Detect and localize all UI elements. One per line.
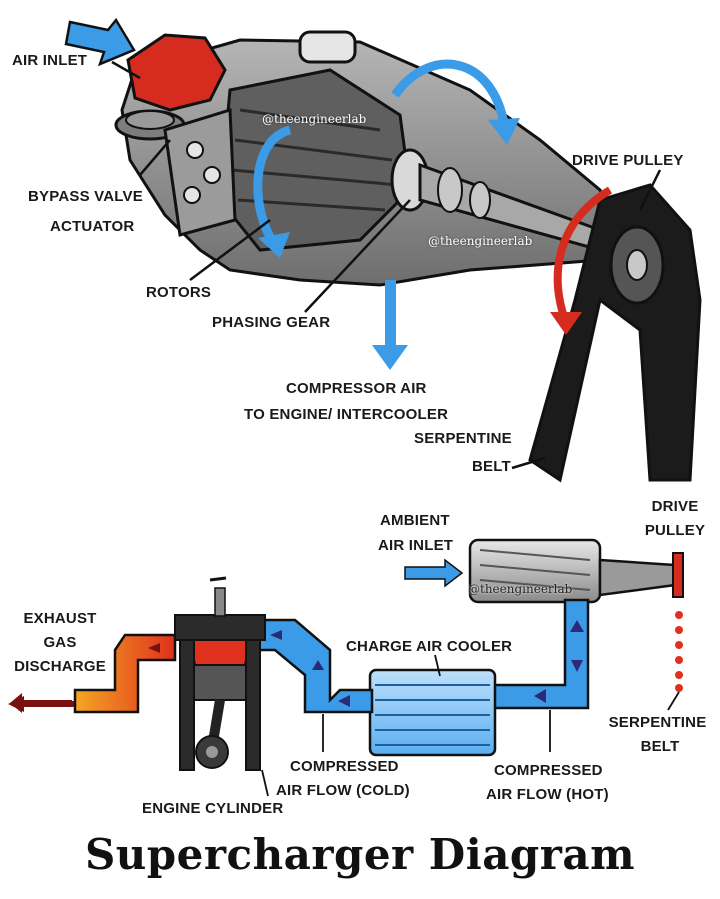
label-compressor-2: TO ENGINE/ INTERCOOLER [244, 406, 449, 423]
label-drive-pulley: DRIVE PULLEY [572, 152, 684, 169]
serpentine-belt-dots [675, 611, 683, 692]
charge-air-cooler [368, 668, 497, 757]
label-air-inlet: AIR INLET [12, 52, 88, 69]
engine-cylinder [174, 576, 266, 771]
top-leader-lines [111, 60, 662, 470]
label-exhaust-1: EXHAUST [23, 610, 97, 627]
label-engine-cylinder: ENGINE CYLINDER [142, 800, 284, 817]
air-inlet-arrow [64, 17, 136, 67]
label-compressor-1: COMPRESSOR AIR [286, 380, 427, 397]
label-serpentine-top-1: SERPENTINE [414, 430, 512, 447]
supercharger-housing [114, 30, 622, 287]
label-drive-2: PULLEY [644, 522, 706, 539]
compressor-air-arrow [372, 280, 408, 370]
label-phasing-gear: PHASING GEAR [212, 314, 331, 331]
exhaust-discharge-arrow [8, 696, 74, 712]
watermark-3: @theengineerlab [468, 582, 573, 596]
label-exhaust-3: DISCHARGE [14, 658, 106, 675]
label-serpentine-bottom-2: BELT [640, 738, 680, 755]
cold-air-pipe [253, 618, 374, 714]
label-compressed-cold-1: COMPRESSED [290, 758, 399, 775]
label-drive-1: DRIVE [651, 498, 699, 515]
small-supercharger [468, 538, 684, 604]
label-serpentine-bottom-1: SERPENTINE [608, 714, 707, 731]
label-rotors: ROTORS [146, 284, 212, 301]
label-bypass-valve-2: ACTUATOR [50, 218, 135, 235]
label-compressed-hot-1: COMPRESSED [494, 762, 603, 779]
watermark-1: @theengineerlab [262, 112, 367, 126]
ambient-air-arrow [404, 558, 464, 588]
rotor-airflow-arrows [253, 59, 520, 258]
bottom-leader-lines [261, 654, 680, 797]
label-serpentine-top-2: BELT [472, 458, 511, 475]
label-charge-air-cooler: CHARGE AIR COOLER [346, 638, 513, 655]
watermark-2: @theengineerlab [428, 234, 533, 248]
label-ambient-2: AIR INLET [378, 537, 454, 554]
label-exhaust-2: GAS [43, 634, 77, 651]
label-compressed-hot-2: AIR FLOW (HOT) [486, 786, 609, 803]
label-ambient-1: AMBIENT [380, 512, 450, 529]
label-compressed-cold-2: AIR FLOW (COLD) [276, 782, 410, 799]
drive-pulley [528, 183, 702, 483]
diagram-title: Supercharger Diagram [84, 830, 636, 879]
label-bypass-valve-1: BYPASS VALVE [28, 188, 143, 205]
